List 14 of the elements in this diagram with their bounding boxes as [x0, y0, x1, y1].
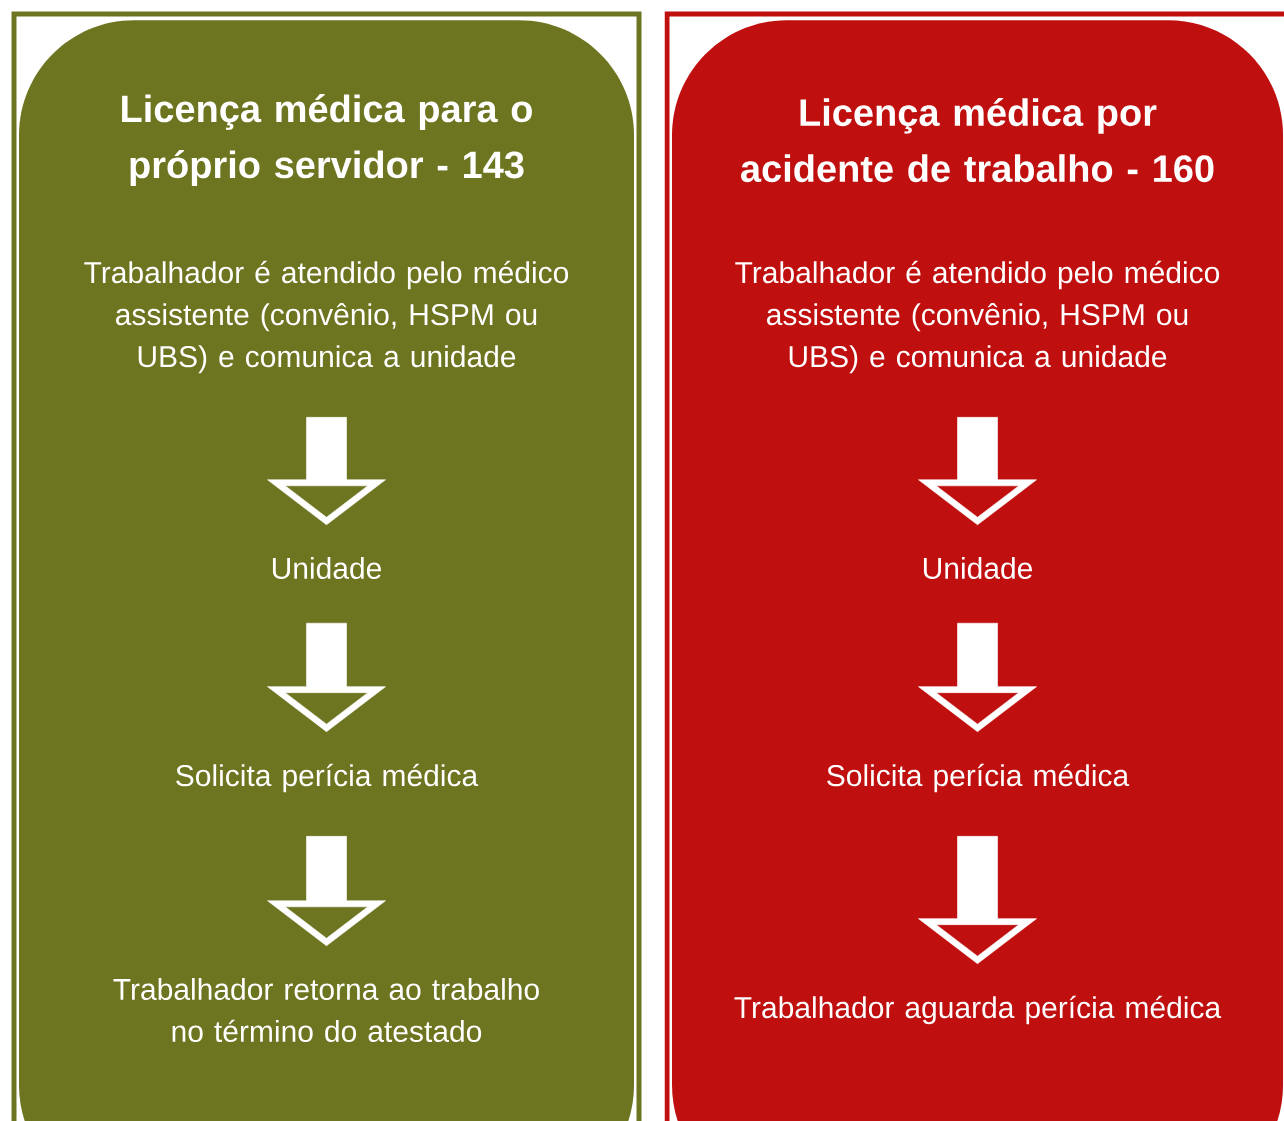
arrow [267, 417, 386, 526]
step-text: Trabalhador aguarda perícia médica [734, 995, 1222, 1025]
arrow [918, 622, 1037, 732]
step-text: Trabalhador é atendido pelo médico assistente (convênio, HSPM ou UBS) e comunica a unidade [735, 260, 1220, 374]
step-text: Trabalhador é atendido pelo médico assistente (convênio, HSPM ou UBS) e comunica a unidade [84, 260, 569, 374]
arrow [267, 836, 386, 947]
step-text: Solicita perícia médica [176, 763, 479, 793]
arrow [918, 417, 1037, 526]
step-text: Unidade [923, 557, 1033, 580]
step-text: Solicita perícia médica [827, 763, 1130, 793]
arrow [267, 622, 386, 732]
step-text: Unidade [272, 557, 381, 580]
arrow [918, 836, 1037, 964]
step-text: Trabalhador retorna ao trabalho no término do atestado [113, 978, 539, 1043]
